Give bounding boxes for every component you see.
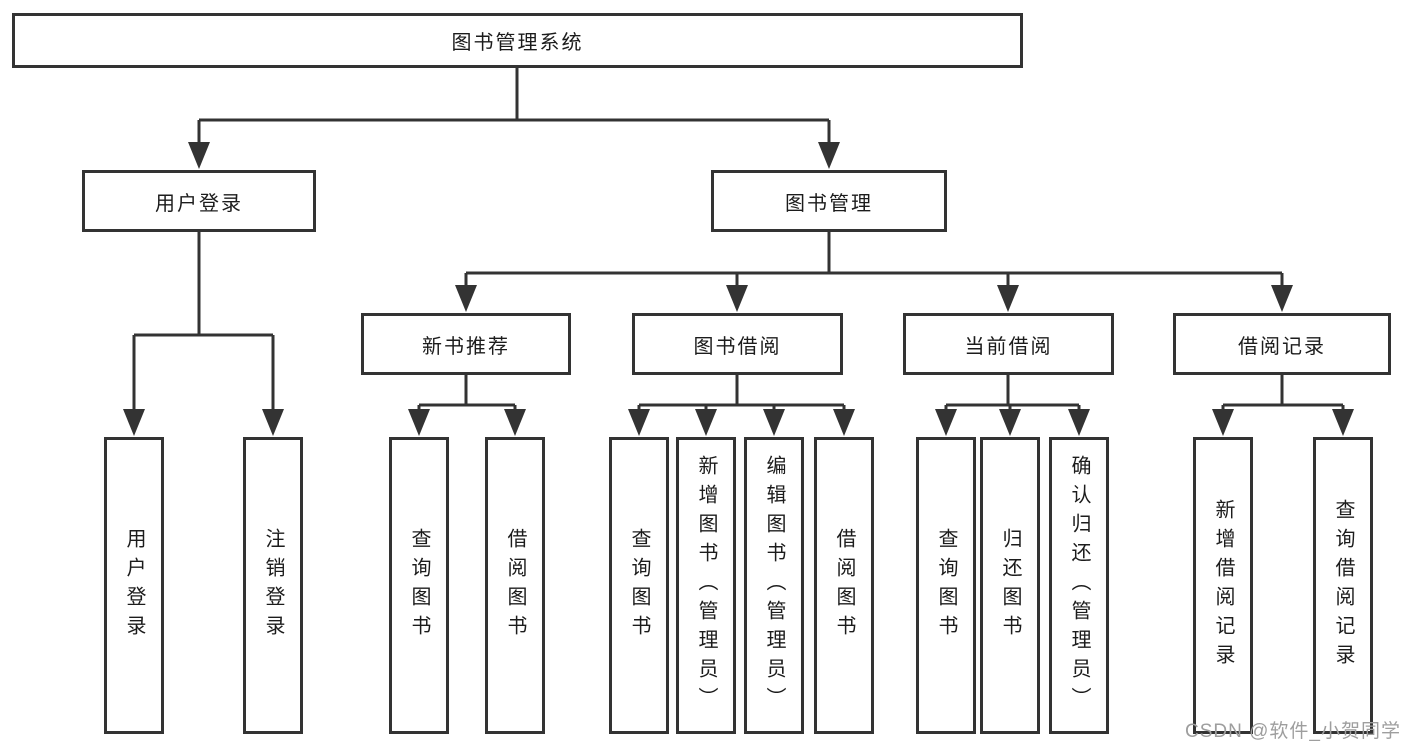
leaf-logout: 注销登录	[243, 437, 303, 734]
leaf-query-books-recommend: 查询图书	[389, 437, 449, 734]
node-new-book-recommend: 新书推荐	[361, 313, 571, 375]
leaf-logout-label: 注销登录	[262, 527, 284, 644]
leaf-user-login: 用户登录	[104, 437, 164, 734]
leaf-query-books-recommend-label: 查询图书	[408, 527, 430, 644]
arrowhead-icons	[123, 142, 1354, 436]
leaf-add-borrow-record: 新增借阅记录	[1193, 437, 1253, 734]
node-root-system-label: 图书管理系统	[451, 32, 584, 54]
node-root-system: 图书管理系统	[12, 13, 1023, 68]
leaf-confirm-return-admin: 确认归还（管理员）	[1049, 437, 1109, 734]
leaf-return-book-label: 归还图书	[999, 527, 1021, 644]
leaf-query-books-borrow: 查询图书	[609, 437, 669, 734]
node-borrow-records: 借阅记录	[1173, 313, 1391, 375]
csdn-watermark: CSDN @软件_小贺同学	[1185, 721, 1401, 742]
leaf-add-book-admin: 新增图书（管理员）	[676, 437, 736, 734]
leaf-query-books-current: 查询图书	[916, 437, 976, 734]
node-current-borrow: 当前借阅	[903, 313, 1114, 375]
leaf-query-books-borrow-label: 查询图书	[628, 527, 650, 644]
leaf-borrow-books: 借阅图书	[814, 437, 874, 734]
node-current-borrow-label: 当前借阅	[964, 335, 1053, 358]
node-user-login: 用户登录	[82, 170, 316, 232]
leaf-query-books-current-label: 查询图书	[935, 527, 957, 644]
leaf-borrow-books-label: 借阅图书	[833, 527, 855, 644]
leaf-query-borrow-record: 查询借阅记录	[1313, 437, 1373, 734]
node-user-login-label: 用户登录	[155, 192, 243, 215]
leaf-user-login-label: 用户登录	[123, 527, 145, 644]
leaf-query-borrow-record-label: 查询借阅记录	[1332, 498, 1354, 673]
leaf-add-borrow-record-label: 新增借阅记录	[1212, 498, 1234, 673]
leaf-edit-book-admin: 编辑图书（管理员）	[744, 437, 804, 734]
leaf-return-book: 归还图书	[980, 437, 1040, 734]
leaf-add-book-admin-label: 新增图书（管理员）	[695, 455, 717, 716]
node-new-book-recommend-label: 新书推荐	[422, 335, 510, 358]
node-borrow-records-label: 借阅记录	[1238, 335, 1326, 358]
leaf-edit-book-admin-label: 编辑图书（管理员）	[763, 455, 785, 716]
leaf-borrow-books-recommend-label: 借阅图书	[504, 527, 526, 644]
node-book-borrow: 图书借阅	[632, 313, 843, 375]
node-book-borrow-label: 图书借阅	[693, 335, 782, 358]
leaf-confirm-return-admin-label: 确认归还（管理员）	[1068, 455, 1090, 716]
node-book-management-label: 图书管理	[785, 192, 873, 215]
node-book-management: 图书管理	[711, 170, 947, 232]
leaf-borrow-books-recommend: 借阅图书	[485, 437, 545, 734]
